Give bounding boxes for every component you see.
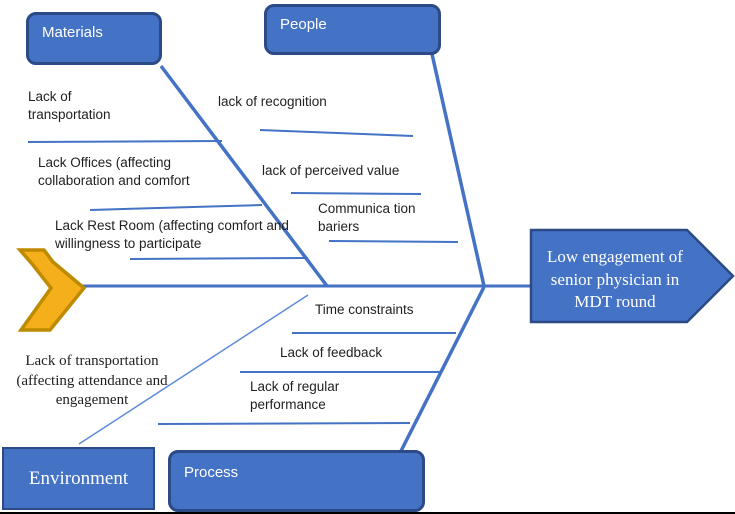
category-box-materials: Materials — [26, 12, 162, 65]
category-box-environment: Environment — [2, 447, 155, 510]
underline-perceived-value — [290, 192, 422, 195]
underline-regular-performance-and-env-transportation — [157, 422, 411, 425]
environment-bone — [78, 294, 309, 445]
cause-process-regular-performance: Lack of regular performance — [250, 379, 340, 412]
underline-lack-of-recognition — [259, 129, 414, 137]
chevron-arrow-icon — [16, 248, 87, 332]
category-box-process: Process — [168, 450, 425, 512]
category-label-people: People — [280, 16, 327, 33]
cause-process-feedback: Lack of feedback — [280, 345, 383, 360]
effect-arrow — [529, 228, 735, 324]
cause-people-perceived-value: lack of perceived value — [262, 163, 400, 178]
cause-materials-rest-room: Lack Rest Room (affecting comfort and wi… — [55, 218, 289, 251]
cause-materials-offices: Lack Offices (affecting collaboration an… — [38, 155, 190, 188]
cause-environment-transportation: Lack of transportation (affecting attend… — [16, 353, 168, 408]
cause-materials-transportation: Lack of transportation — [28, 89, 111, 122]
process-bone — [399, 286, 486, 452]
category-label-process: Process — [184, 464, 239, 481]
effect-label: Low engagement of senior physician in MD… — [547, 246, 683, 312]
cause-people-communication-bariers: Communica tion bariers — [318, 201, 416, 234]
category-box-people: People — [264, 4, 441, 55]
underline-lack-of-transportation — [27, 140, 223, 143]
underline-communication-bariers — [328, 240, 459, 243]
materials-bone — [159, 64, 329, 288]
category-label-environment: Environment — [28, 467, 129, 489]
people-bone — [430, 53, 486, 287]
underline-lack-rest-room — [129, 257, 309, 260]
cause-people-recognition: lack of recognition — [218, 94, 327, 109]
category-label-materials: Materials — [42, 24, 103, 41]
cause-process-time-constraints: Time constraints — [315, 302, 414, 317]
underline-lack-offices — [89, 204, 263, 211]
